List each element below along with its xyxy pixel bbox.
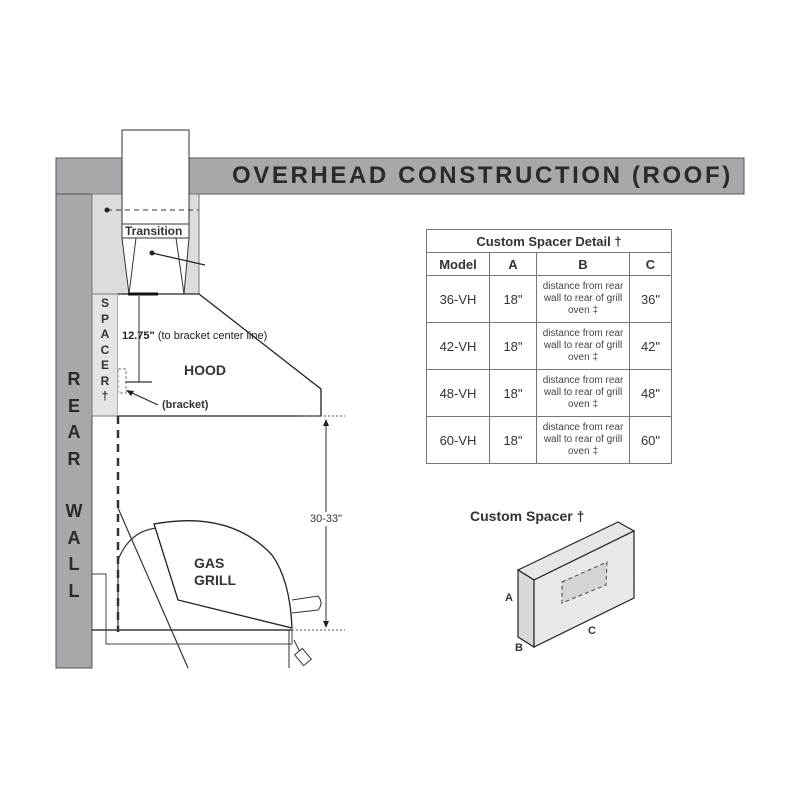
bracket-dimension: 12.75" (to bracket center line) [122, 330, 268, 342]
grill-back-dome [117, 527, 159, 630]
header-b: B [536, 252, 630, 276]
rear-wall-label: R E A R W A L L [65, 369, 83, 601]
transition-label: Transition [125, 224, 183, 238]
custom-spacer-figure [516, 521, 636, 649]
spacer-figure-title: Custom Spacer † [470, 508, 585, 524]
hood-label: HOOD [184, 362, 226, 378]
spacer-label: S P A C E R † [100, 296, 110, 403]
table-header-row: Model A B C [426, 252, 672, 276]
roof-label: OVERHEAD CONSTRUCTION (ROOF) [232, 162, 733, 189]
custom-spacer-table: Custom Spacer Detail † Model A B C 36-VH… [426, 229, 672, 464]
spacer-strip [91, 293, 119, 417]
spacer-label-c: C [588, 625, 596, 637]
height-dimension: 30-33" [310, 512, 343, 526]
spacer-label-a: A [505, 592, 513, 604]
duct [121, 129, 190, 225]
table-title: Custom Spacer Detail † [426, 229, 672, 253]
table-row: 36-VH 18" distance from rear wall to rea… [426, 275, 672, 323]
hood-outline [118, 293, 322, 417]
header-model: Model [426, 252, 490, 276]
bracket-label: (bracket) [162, 399, 209, 411]
table-row: 42-VH 18" distance from rear wall to rea… [426, 322, 672, 370]
rear-wall [55, 193, 93, 669]
grill-lid [153, 520, 293, 629]
spacer-label-b: B [515, 642, 523, 654]
grill-label: GAS GRILL [194, 555, 236, 588]
table-row: 60-VH 18" distance from rear wall to rea… [426, 416, 672, 464]
header-c: C [629, 252, 672, 276]
header-a: A [489, 252, 537, 276]
table-row: 48-VH 18" distance from rear wall to rea… [426, 369, 672, 417]
